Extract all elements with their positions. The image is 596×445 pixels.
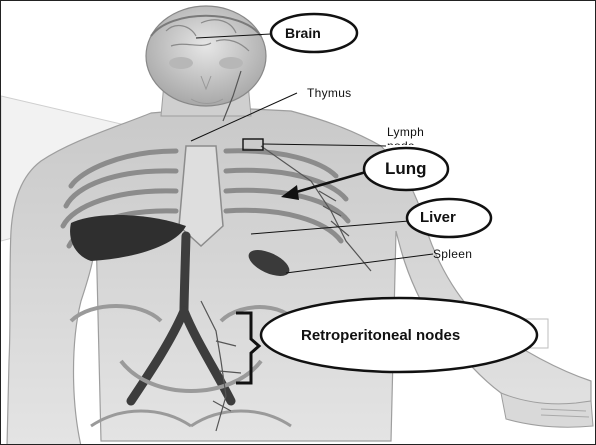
head bbox=[146, 6, 266, 106]
label-brain: Brain bbox=[285, 26, 321, 40]
sternum bbox=[179, 146, 223, 246]
label-liver: Liver bbox=[420, 210, 456, 225]
label-lymph-node: Lymph node bbox=[387, 125, 424, 145]
label-spleen: Spleen bbox=[433, 248, 472, 260]
label-lung: Lung bbox=[385, 160, 427, 177]
label-thymus: Thymus bbox=[307, 87, 351, 99]
label-retroperitoneal-nodes: Retroperitoneal nodes bbox=[301, 328, 460, 343]
